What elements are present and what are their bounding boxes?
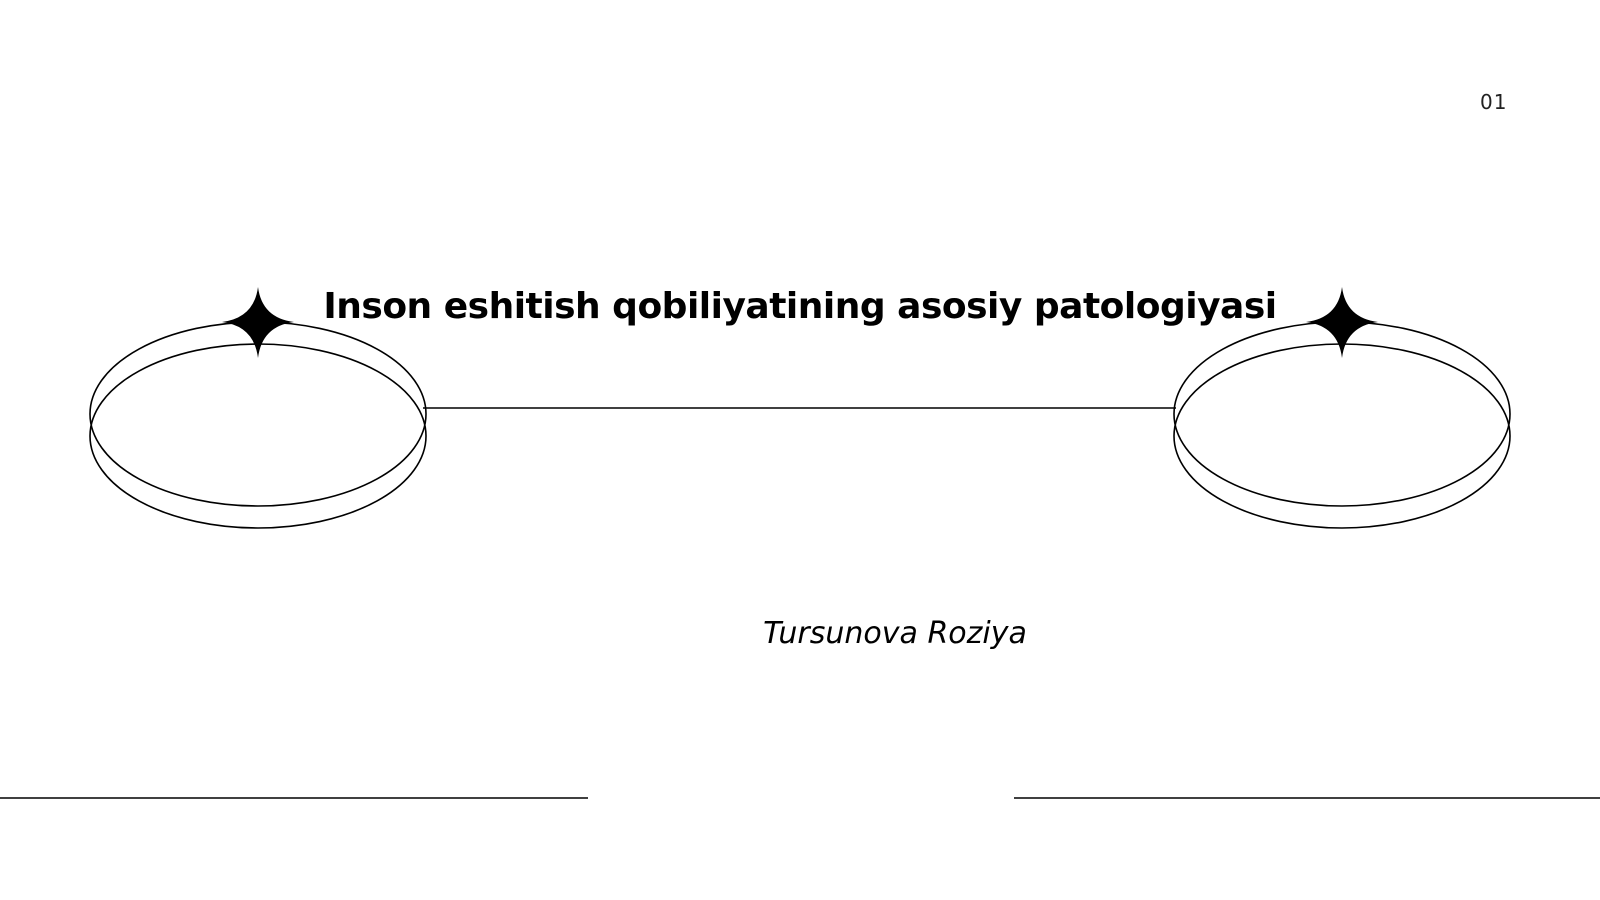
left-ring-lower-ellipse — [89, 343, 427, 529]
left-star-icon — [222, 287, 294, 358]
slide-title: Inson eshitish qobiliyatining asosiy pat… — [323, 286, 1277, 327]
author-name: Tursunova Roziya — [763, 616, 1027, 651]
right-ring-lower-ellipse — [1173, 343, 1511, 529]
right-star-icon — [1306, 287, 1378, 358]
page-number: 01 — [1480, 90, 1508, 114]
